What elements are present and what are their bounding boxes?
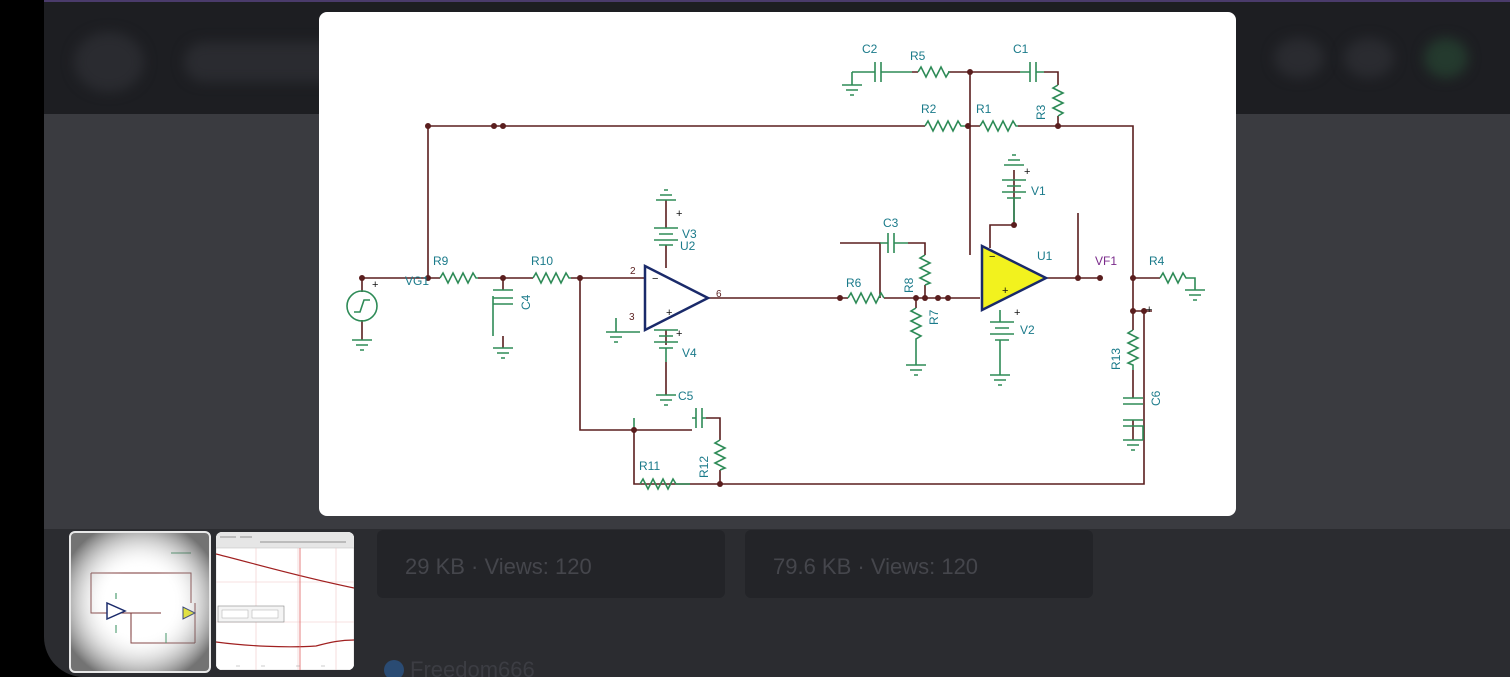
component-label-r7: R7	[927, 309, 941, 325]
component-label-r6: R6	[846, 276, 862, 290]
thumbnail-plot-image	[216, 532, 354, 670]
component-label-c6: C6	[1149, 390, 1163, 406]
polarity-mark: +	[1146, 304, 1152, 316]
junction-dot	[500, 123, 506, 129]
battery-symbols	[654, 179, 1026, 362]
junction-dot	[359, 275, 365, 281]
component-label-r11: R11	[639, 459, 660, 473]
component-label-r3: R3	[1034, 104, 1048, 120]
component-label-c4: C4	[519, 294, 533, 310]
opamp-u1	[980, 243, 1049, 313]
component-label-pin6: 6	[716, 289, 722, 300]
junction-dot	[913, 295, 919, 301]
author-avatar	[384, 660, 404, 677]
component-label-v3: V3	[682, 227, 697, 241]
polarity-mark: −	[989, 251, 995, 263]
opamp-u2	[643, 263, 711, 333]
junction-dot	[631, 427, 637, 433]
thumbnail-simulation-plot[interactable]	[216, 532, 354, 670]
polarity-mark: +	[1002, 285, 1008, 297]
junction-dot	[935, 295, 941, 301]
polarity-mark: +	[676, 208, 682, 220]
junction-dot	[1055, 123, 1061, 129]
attachment-card[interactable]: 29 KB · Views: 120	[377, 530, 725, 598]
component-label-c1: C1	[1013, 42, 1029, 56]
component-label-r8: R8	[902, 277, 916, 293]
junction-dot	[1130, 308, 1136, 314]
author-name[interactable]: Freedom666	[384, 657, 535, 677]
junction-dot	[1141, 308, 1147, 314]
component-label-v2: V2	[1020, 323, 1035, 337]
component-label-r1: R1	[976, 102, 992, 116]
junction-dot	[491, 123, 497, 129]
polarity-mark: +	[666, 307, 672, 319]
component-label-pin3: 3	[629, 312, 635, 323]
component-label-u2: U2	[680, 239, 696, 253]
junction-dots	[359, 69, 1147, 487]
capacitors	[492, 62, 1144, 440]
junction-dot	[967, 69, 973, 75]
junction-dot	[922, 295, 928, 301]
junction-dot	[965, 123, 971, 129]
junction-dot	[837, 295, 843, 301]
thumbnail-schematic[interactable]	[69, 531, 211, 673]
junction-dot	[1011, 222, 1017, 228]
polarity-mark: −	[652, 273, 658, 285]
junction-dot	[1097, 275, 1103, 281]
component-label-r12: R12	[697, 456, 711, 478]
component-label-r5: R5	[910, 49, 926, 63]
component-label-r13: R13	[1109, 348, 1123, 370]
resistors	[439, 65, 1196, 491]
component-label-r9: R9	[433, 254, 449, 268]
component-label-r4: R4	[1149, 254, 1165, 268]
polarity-mark: +	[372, 279, 378, 291]
junction-dot	[1075, 275, 1081, 281]
junction-dot	[1130, 275, 1136, 281]
junction-dot	[425, 275, 431, 281]
polarity-mark: +	[676, 328, 682, 340]
author-label: Freedom666	[410, 657, 535, 677]
attachment-meta: 29 KB · Views: 120	[405, 554, 592, 579]
component-label-c3: C3	[883, 216, 899, 230]
polarity-mark: +	[1024, 166, 1030, 178]
junction-dot	[425, 123, 431, 129]
junction-dot	[717, 481, 723, 487]
component-label-pin2: 2	[630, 266, 636, 277]
junction-dot	[500, 275, 506, 281]
component-label-vg1: VG1	[405, 274, 429, 288]
component-label-v1: V1	[1031, 184, 1046, 198]
component-label-u1: U1	[1037, 249, 1053, 263]
polarity-mark: +	[1014, 307, 1020, 319]
voltage-source	[346, 290, 378, 322]
component-label-vf1: VF1	[1095, 254, 1117, 268]
component-label-c2: C2	[862, 42, 878, 56]
attachment-card[interactable]: 79.6 KB · Views: 120	[745, 530, 1093, 598]
thumbnail-schematic-image	[71, 533, 209, 671]
junction-dot	[577, 275, 583, 281]
component-label-v4: V4	[682, 346, 697, 360]
ground-symbols	[352, 72, 1205, 451]
component-label-r10: R10	[531, 254, 553, 268]
component-label-c5: C5	[678, 389, 694, 403]
attachment-meta: 79.6 KB · Views: 120	[773, 554, 979, 579]
junction-dot	[945, 295, 951, 301]
component-label-r2: R2	[921, 102, 937, 116]
